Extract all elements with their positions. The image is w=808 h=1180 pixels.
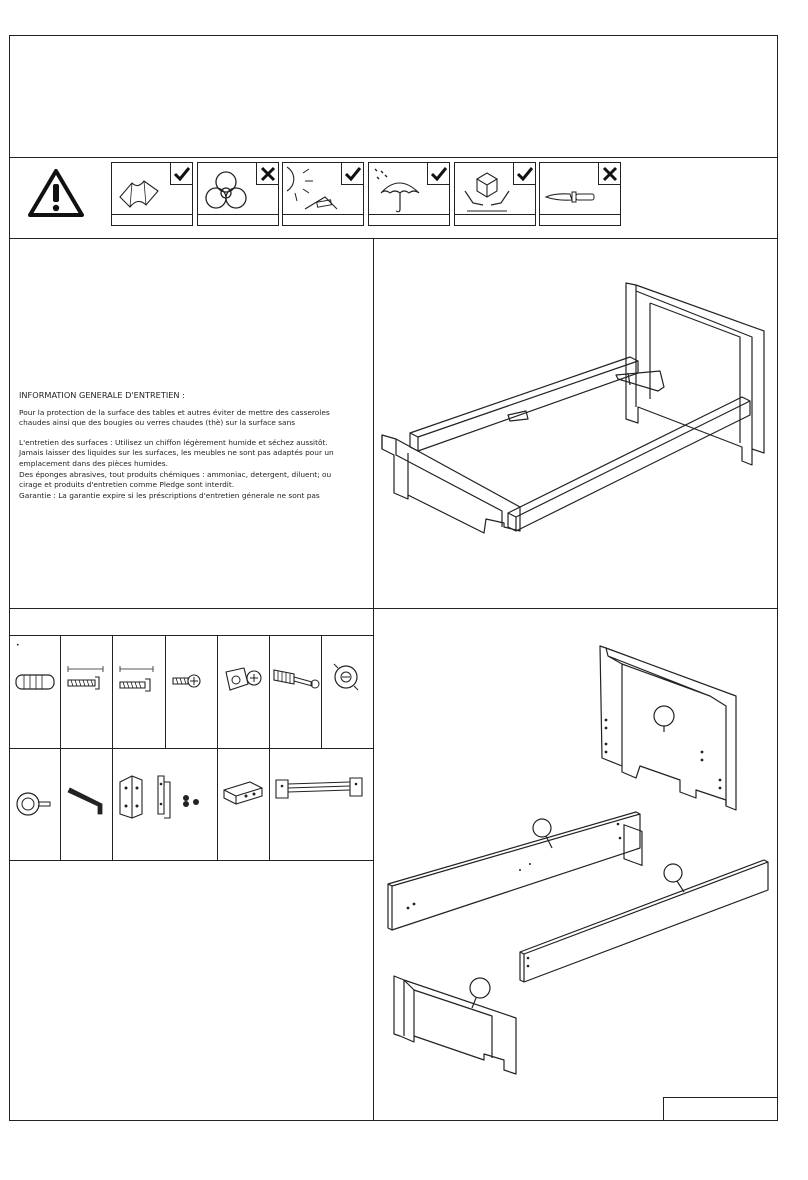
check-icon	[513, 163, 535, 185]
cam-lock-icon	[333, 663, 359, 691]
divider	[321, 635, 322, 748]
care-paragraph: Pour la protection de la surface des tab…	[19, 407, 330, 428]
parts-exploded-drawing	[387, 645, 769, 1075]
divider	[9, 608, 778, 609]
check-icon	[170, 163, 192, 185]
care-instructions: INFORMATION GENERALE D'ENTRETIEN : Pour …	[19, 390, 364, 501]
check-icon	[427, 163, 449, 185]
short-screw-icon	[172, 674, 201, 688]
sunlight-icon	[282, 162, 364, 226]
umbrella-icon	[368, 162, 450, 226]
angle-bracket-icon	[223, 781, 263, 805]
long-screw-icon	[67, 666, 104, 690]
chemical-hazard-icon	[197, 162, 279, 226]
care-title: INFORMATION GENERALE D'ENTRETIEN :	[19, 390, 185, 400]
divider	[9, 157, 778, 158]
divider	[217, 635, 218, 860]
divider	[165, 635, 166, 748]
allen-key-icon	[67, 787, 103, 815]
cross-icon	[256, 163, 278, 185]
assembled-bed-drawing	[381, 282, 765, 534]
cell-mark: •	[16, 642, 20, 649]
screw-icon	[119, 666, 154, 692]
cross-icon	[598, 163, 620, 185]
page-frame	[9, 35, 778, 1121]
cam-bolt-icon	[225, 667, 262, 691]
warning-icon	[28, 169, 84, 217]
wall-plug-bolt-icon	[273, 669, 320, 689]
divider	[9, 860, 373, 861]
wooden-dowel-icon	[15, 674, 55, 690]
divider	[269, 635, 270, 860]
hinge-brackets-icon	[119, 775, 199, 819]
fragile-handling-icon	[454, 162, 536, 226]
knife-icon	[539, 162, 621, 226]
knob-icon	[16, 792, 51, 816]
divider	[373, 238, 374, 1121]
care-paragraph: L'entretien des surfaces : Utilisez un c…	[19, 437, 334, 500]
footer-box	[663, 1097, 778, 1121]
divider	[9, 635, 373, 636]
soft-cloth-icon	[111, 162, 193, 226]
check-icon	[341, 163, 363, 185]
divider	[112, 635, 113, 860]
divider	[9, 238, 778, 239]
divider	[9, 748, 373, 749]
metal-rail-icon	[275, 777, 363, 799]
divider	[60, 635, 61, 860]
